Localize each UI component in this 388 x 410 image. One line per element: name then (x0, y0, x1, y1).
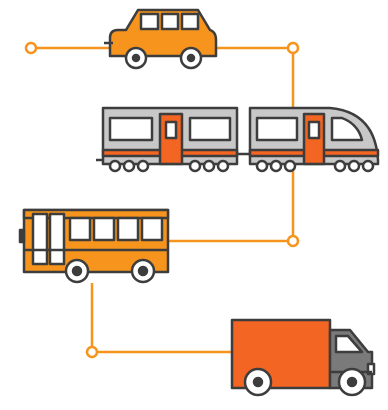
truck-icon (232, 320, 374, 395)
connector-node (26, 43, 36, 53)
bus-icon (20, 210, 168, 282)
train-icon (96, 108, 378, 171)
connector-node (288, 236, 298, 246)
car-icon (104, 10, 216, 68)
connector-node (87, 347, 97, 357)
connector-node (288, 43, 298, 53)
connector-nodes (26, 43, 298, 357)
route-connector (36, 48, 293, 352)
